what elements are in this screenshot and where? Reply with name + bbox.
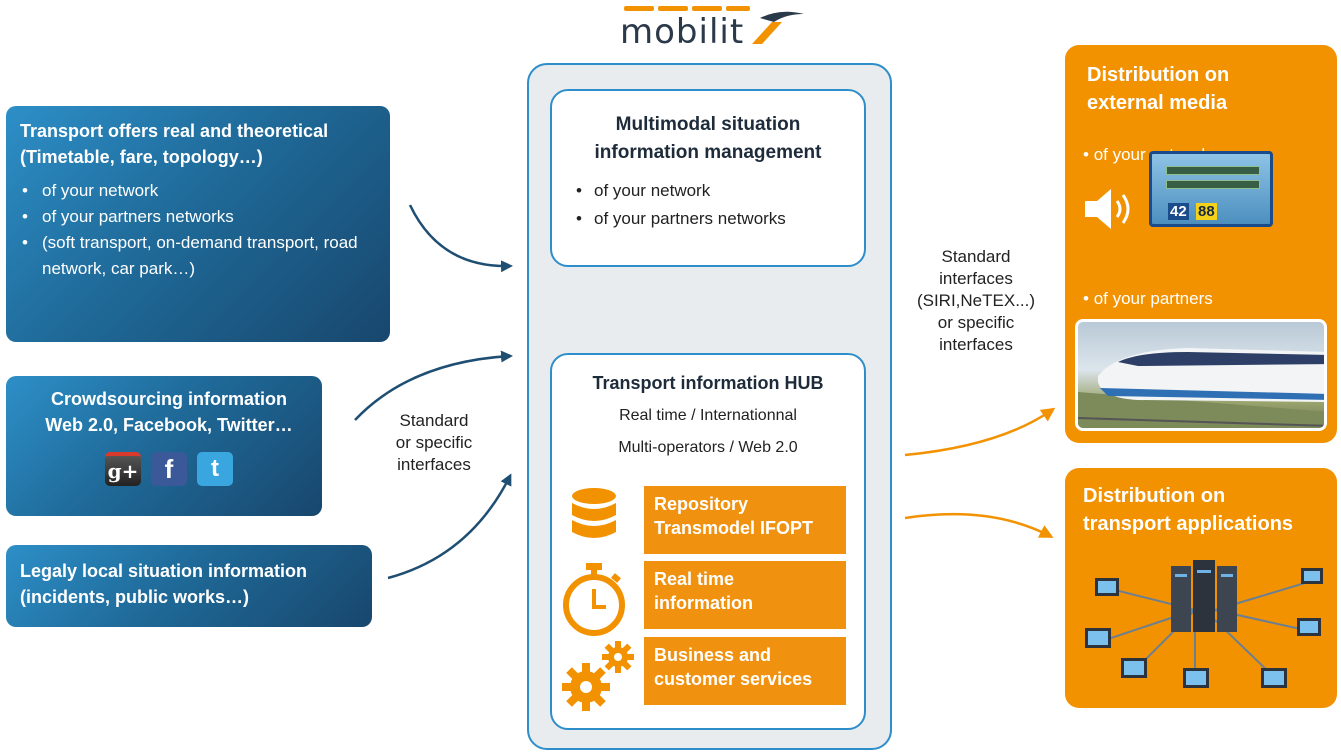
- display-number: 42: [1168, 203, 1189, 220]
- text-line: Standard: [941, 247, 1011, 266]
- crowdsourcing-title-2: Web 2.0, Facebook, Twitter…: [45, 415, 293, 435]
- list-item: of your partners networks: [570, 205, 846, 233]
- list-item: of your network: [570, 177, 846, 205]
- twitter-icon: t: [197, 452, 233, 486]
- list-item: (soft transport, on-demand transport, ro…: [20, 230, 380, 282]
- external-media-box: Distribution on external media of your n…: [1065, 45, 1337, 443]
- repository-module: Repository Transmodel IFOPT: [644, 486, 846, 554]
- external-bullet-partners: of your partners: [1083, 289, 1213, 309]
- arrow-transport-to-center: [408, 204, 513, 273]
- google-plus-icon: g+: [105, 452, 141, 486]
- network-servers-icon: [1085, 560, 1323, 688]
- logo-text: mobilit: [620, 12, 745, 52]
- transport-hub-box: Transport information HUB Real time / In…: [550, 353, 866, 730]
- gears-icon: [562, 641, 634, 711]
- display-number: 88: [1196, 203, 1217, 220]
- stopwatch-icon: [563, 563, 625, 636]
- arrow-hub-to-external: [904, 407, 1056, 457]
- display-row: [1166, 166, 1260, 175]
- transport-offers-title-1: Transport offers real and theoretical: [20, 121, 329, 141]
- text-line: (SIRI,NeTEX...): [916, 291, 1036, 310]
- local-situation-title-1: Legaly local situation information: [20, 561, 308, 581]
- text-line: interfaces: [397, 455, 471, 474]
- applications-title-2: transport applications: [1083, 513, 1294, 535]
- module-label: Business and: [654, 645, 772, 665]
- multimodal-list: of your network of your partners network…: [570, 177, 846, 233]
- train-photo: [1075, 319, 1327, 431]
- display-row: [1166, 180, 1260, 189]
- arrow-local-to-center: [387, 473, 512, 580]
- local-situation-box: Legaly local situation information (inci…: [6, 545, 372, 627]
- transport-offers-list: of your network of your partners network…: [20, 178, 380, 282]
- external-media-title-2: external media: [1087, 92, 1228, 114]
- transport-offers-title-2: (Timetable, fare, topology…): [20, 147, 263, 167]
- transport-applications-box: Distribution on transport applications: [1065, 468, 1337, 708]
- hub-title: Transport information HUB: [592, 373, 824, 393]
- standard-interfaces-right: Standard interfaces (SIRI,NeTEX...) or s…: [912, 246, 1040, 356]
- hub-subtitle-1: Real time / Internationnal: [619, 407, 797, 424]
- hub-subtitle-2: Multi-operators / Web 2.0: [618, 439, 798, 456]
- real-time-module: Real time information: [644, 561, 846, 629]
- business-services-module: Business and customer services: [644, 637, 846, 705]
- text-line: or specific: [395, 433, 473, 452]
- arrow-crowdsourcing-to-center: [354, 350, 513, 421]
- external-media-title-1: Distribution on: [1087, 64, 1230, 86]
- transport-offers-box: Transport offers real and theoretical (T…: [6, 106, 390, 342]
- facebook-icon: f: [151, 452, 187, 486]
- social-icons: g+ f t: [24, 452, 314, 486]
- crowdsourcing-box: Crowdsourcing information Web 2.0, Faceb…: [6, 376, 322, 516]
- multimodal-title-1: Multimodal situation: [615, 114, 801, 135]
- multimodal-box: Multimodal situation information managem…: [550, 89, 866, 267]
- database-icon: [572, 488, 616, 538]
- text-line: or specific: [937, 313, 1015, 332]
- list-item: of your network: [20, 178, 380, 204]
- module-label: Real time: [654, 569, 735, 589]
- standard-interfaces-left: Standard or specific interfaces: [380, 410, 488, 476]
- arrow-hub-to-applications: [904, 512, 1054, 538]
- text-line: interfaces: [939, 335, 1013, 354]
- text-line: interfaces: [939, 269, 1013, 288]
- crowdsourcing-title-1: Crowdsourcing information: [51, 389, 287, 409]
- module-label: Repository: [654, 494, 749, 514]
- multimodal-title-2: information management: [594, 142, 822, 163]
- module-label: customer services: [654, 669, 813, 689]
- local-situation-title-2: (incidents, public works…): [20, 587, 250, 607]
- list-item: of your partners networks: [20, 204, 380, 230]
- applications-title-1: Distribution on: [1083, 485, 1226, 507]
- module-label: information: [654, 593, 753, 613]
- module-label: Transmodel IFOPT: [654, 518, 814, 538]
- speaker-icon: [1085, 189, 1130, 229]
- passenger-info-display: 42 88: [1149, 151, 1273, 227]
- mobility-logo: mobilit: [610, 0, 810, 56]
- text-line: Standard: [399, 411, 469, 430]
